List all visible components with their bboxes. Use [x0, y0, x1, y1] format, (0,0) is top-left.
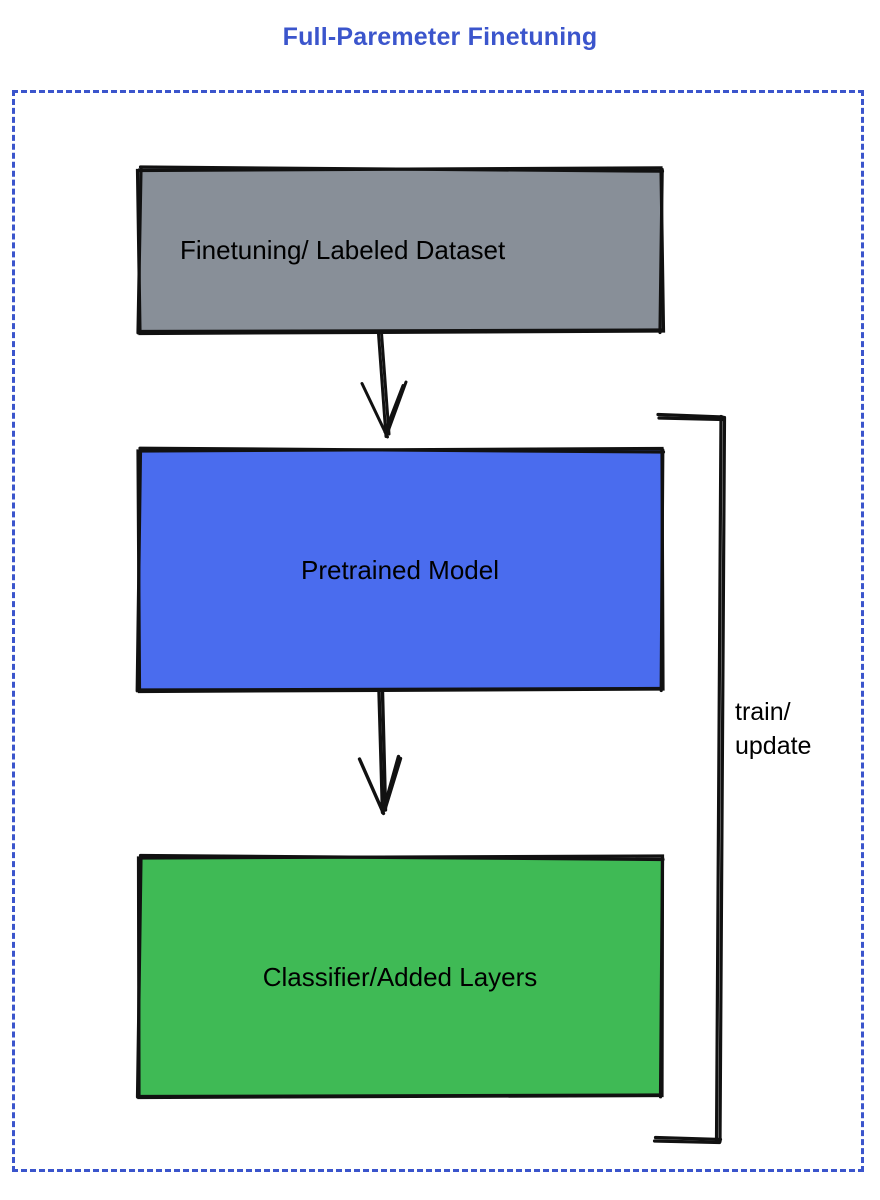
node-finetuning-labeled-dataset[interactable]: Finetuning/ Labeled Dataset — [135, 165, 666, 336]
node-dataset-label: Finetuning/ Labeled Dataset — [180, 235, 506, 265]
node-pretrained-label: Pretrained Model — [301, 555, 499, 585]
edge-label-update-line: update — [735, 732, 812, 760]
node-classifier-added-layers[interactable]: Classifier/Added Layers — [135, 853, 665, 1100]
node-classifier-label: Classifier/Added Layers — [262, 962, 538, 992]
edge-label-train-update: train/ update — [735, 695, 855, 763]
diagram-title: Full-Paremeter Finetuning — [282, 23, 598, 51]
node-pretrained-model[interactable]: Pretrained Model — [135, 446, 666, 694]
edge-label-train-line: train/ — [735, 698, 791, 726]
full-parameter-finetuning-scope-container — [12, 90, 864, 1172]
